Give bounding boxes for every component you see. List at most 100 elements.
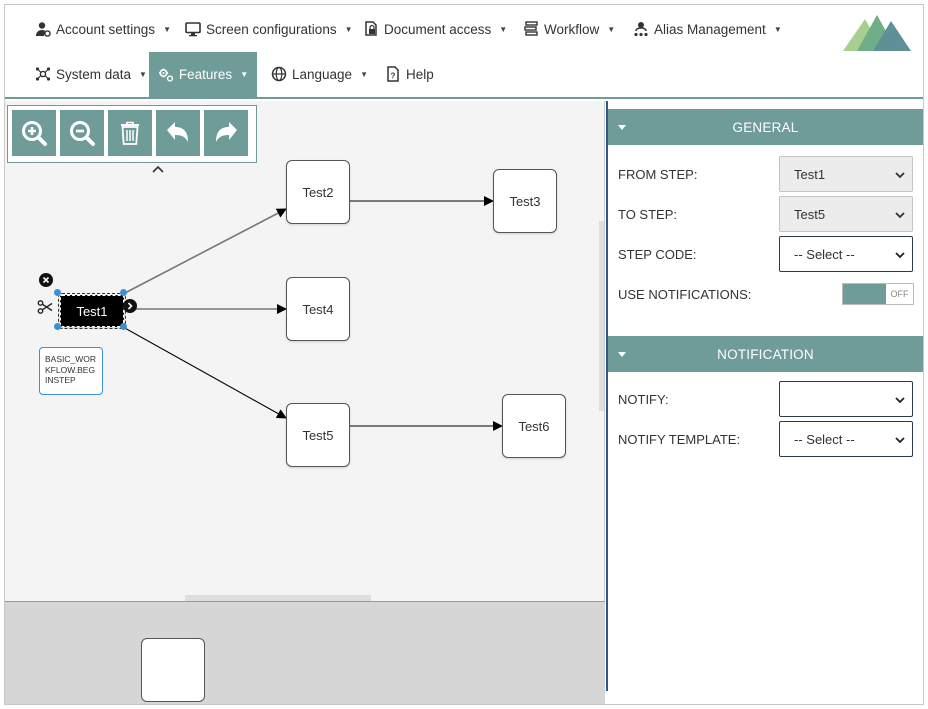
step-code-row: STEP CODE: -- Select --	[608, 234, 923, 274]
from-step-row: FROM STEP: Test1	[608, 154, 923, 194]
app-window: Account settings▼ Screen configurations▼…	[4, 4, 924, 705]
nav-label: Alias Management	[654, 21, 766, 37]
nav-label: Features	[178, 67, 233, 82]
general-section-header[interactable]: GENERAL	[608, 109, 923, 145]
undo-button[interactable]	[156, 110, 200, 156]
notify-template-row: NOTIFY TEMPLATE: -- Select --	[608, 419, 923, 459]
canvas-horizontal-scrollbar[interactable]	[185, 595, 371, 601]
notify-select[interactable]	[779, 381, 913, 417]
nav-account-settings[interactable]: Account settings▼	[25, 7, 181, 51]
trash-icon	[121, 121, 139, 145]
close-icon	[42, 276, 50, 284]
notify-template-select[interactable]: -- Select --	[779, 421, 913, 457]
resize-handle-top-left[interactable]	[54, 289, 61, 296]
chevron-down-icon	[895, 437, 905, 444]
collapse-toolbar-icon[interactable]	[149, 161, 167, 177]
caret-down-icon: ▼	[607, 24, 616, 34]
alias-icon	[634, 22, 648, 37]
from-step-select[interactable]: Test1	[779, 156, 913, 192]
step-code-text: BASIC_WORKFLOW.BEGINSTEP	[45, 354, 97, 385]
nav-document-access[interactable]: Document access ▼	[353, 7, 517, 51]
node-test4[interactable]: Test4	[286, 277, 350, 341]
workflow-canvas[interactable]: Test2 Test3 Test4 Test5 Test6 Test1 BASI…	[5, 101, 605, 601]
workflow-edges	[122, 196, 503, 431]
node-test6[interactable]: Test6	[502, 394, 566, 458]
edge-test1-test2[interactable]	[124, 208, 287, 294]
canvas-vertical-scrollbar[interactable]	[599, 221, 604, 411]
node-test3[interactable]: Test3	[493, 169, 557, 233]
node-test1-selected[interactable]: Test1	[58, 293, 126, 329]
scissors-icon[interactable]	[37, 299, 53, 315]
use-notifications-label: USE NOTIFICATIONS:	[618, 286, 752, 302]
nav-label: Screen configurations	[206, 21, 337, 37]
remove-node-icon[interactable]	[39, 273, 53, 287]
chevron-down-icon	[895, 397, 905, 404]
node-label: Test3	[509, 193, 541, 209]
step-code-tag[interactable]: BASIC_WORKFLOW.BEGINSTEP	[39, 347, 103, 395]
to-step-row: TO STEP: Test5	[608, 194, 923, 234]
zoom-out-icon	[70, 121, 95, 146]
notification-section-header[interactable]: NOTIFICATION	[608, 336, 923, 372]
undo-icon	[167, 122, 188, 142]
globe-icon	[271, 66, 287, 82]
nav-system-data[interactable]: System data▼	[25, 52, 157, 96]
zoom-in-button[interactable]	[12, 110, 56, 156]
chevron-down-icon	[895, 172, 905, 179]
workflow-icon	[524, 21, 538, 36]
caret-down-icon: ▼	[360, 69, 368, 79]
nav-workflow[interactable]: Workflow ▼	[513, 7, 625, 51]
node-test5[interactable]: Test5	[286, 403, 350, 467]
collapse-triangle-icon	[618, 352, 626, 357]
notify-template-label: NOTIFY TEMPLATE:	[618, 431, 741, 447]
zoom-out-button[interactable]	[60, 110, 104, 156]
toggle-track	[843, 284, 886, 304]
use-notifications-row: USE NOTIFICATIONS: OFF	[608, 274, 923, 314]
node-label: Test2	[302, 184, 334, 200]
nav-help[interactable]: ? Help	[375, 52, 444, 96]
shape-palette	[5, 601, 605, 704]
chevron-right-icon	[127, 302, 133, 310]
nav-screen-configurations[interactable]: Screen configurations ▼	[175, 7, 363, 51]
notify-row: NOTIFY:	[608, 379, 923, 419]
nav-label: System data	[56, 66, 132, 82]
to-step-select[interactable]: Test5	[779, 196, 913, 232]
document-lock-icon	[365, 21, 377, 36]
resize-handle-bottom-left[interactable]	[54, 323, 61, 330]
nav-label: Document access	[384, 21, 492, 37]
resize-handle-top-right[interactable]	[120, 289, 127, 296]
connect-node-icon[interactable]	[123, 299, 137, 313]
select-value: Test5	[794, 206, 826, 222]
collapse-triangle-icon	[618, 125, 626, 130]
nav-alias-management[interactable]: Alias Management▼	[623, 7, 792, 51]
node-label: Test4	[302, 301, 334, 317]
node-test2[interactable]: Test2	[286, 160, 350, 224]
node-label: Test6	[518, 418, 550, 434]
nav-language[interactable]: Language▼	[261, 52, 378, 96]
node-label: Test5	[302, 427, 334, 443]
edge-test1-test5[interactable]	[122, 326, 287, 419]
monitor-icon	[185, 22, 201, 37]
nav-features[interactable]: Features▼	[149, 52, 257, 97]
redo-icon	[216, 122, 237, 142]
caret-down-icon: ▼	[344, 24, 353, 34]
help-icon: ?	[387, 66, 399, 82]
section-title: GENERAL	[732, 119, 799, 135]
from-step-label: FROM STEP:	[618, 166, 698, 182]
user-gear-icon	[36, 22, 51, 37]
nav-label: Account settings	[56, 21, 156, 37]
step-code-select[interactable]: -- Select --	[779, 236, 913, 272]
redo-button[interactable]	[204, 110, 248, 156]
toggle-state: OFF	[890, 289, 909, 299]
palette-step-shape[interactable]	[141, 638, 205, 702]
use-notifications-toggle[interactable]: OFF	[842, 283, 914, 305]
zoom-in-icon	[22, 121, 47, 146]
node-label: Test1	[76, 303, 108, 319]
chevron-down-icon	[895, 252, 905, 259]
delete-button[interactable]	[108, 110, 152, 156]
notify-label: NOTIFY:	[618, 391, 669, 407]
caret-down-icon: ▼	[499, 24, 508, 34]
nav-label: Workflow	[544, 21, 600, 37]
select-value: -- Select --	[794, 431, 855, 447]
resize-handle-bottom-right[interactable]	[120, 323, 127, 330]
properties-panel: GENERAL FROM STEP: Test1 TO STEP: Test5 …	[608, 109, 923, 459]
